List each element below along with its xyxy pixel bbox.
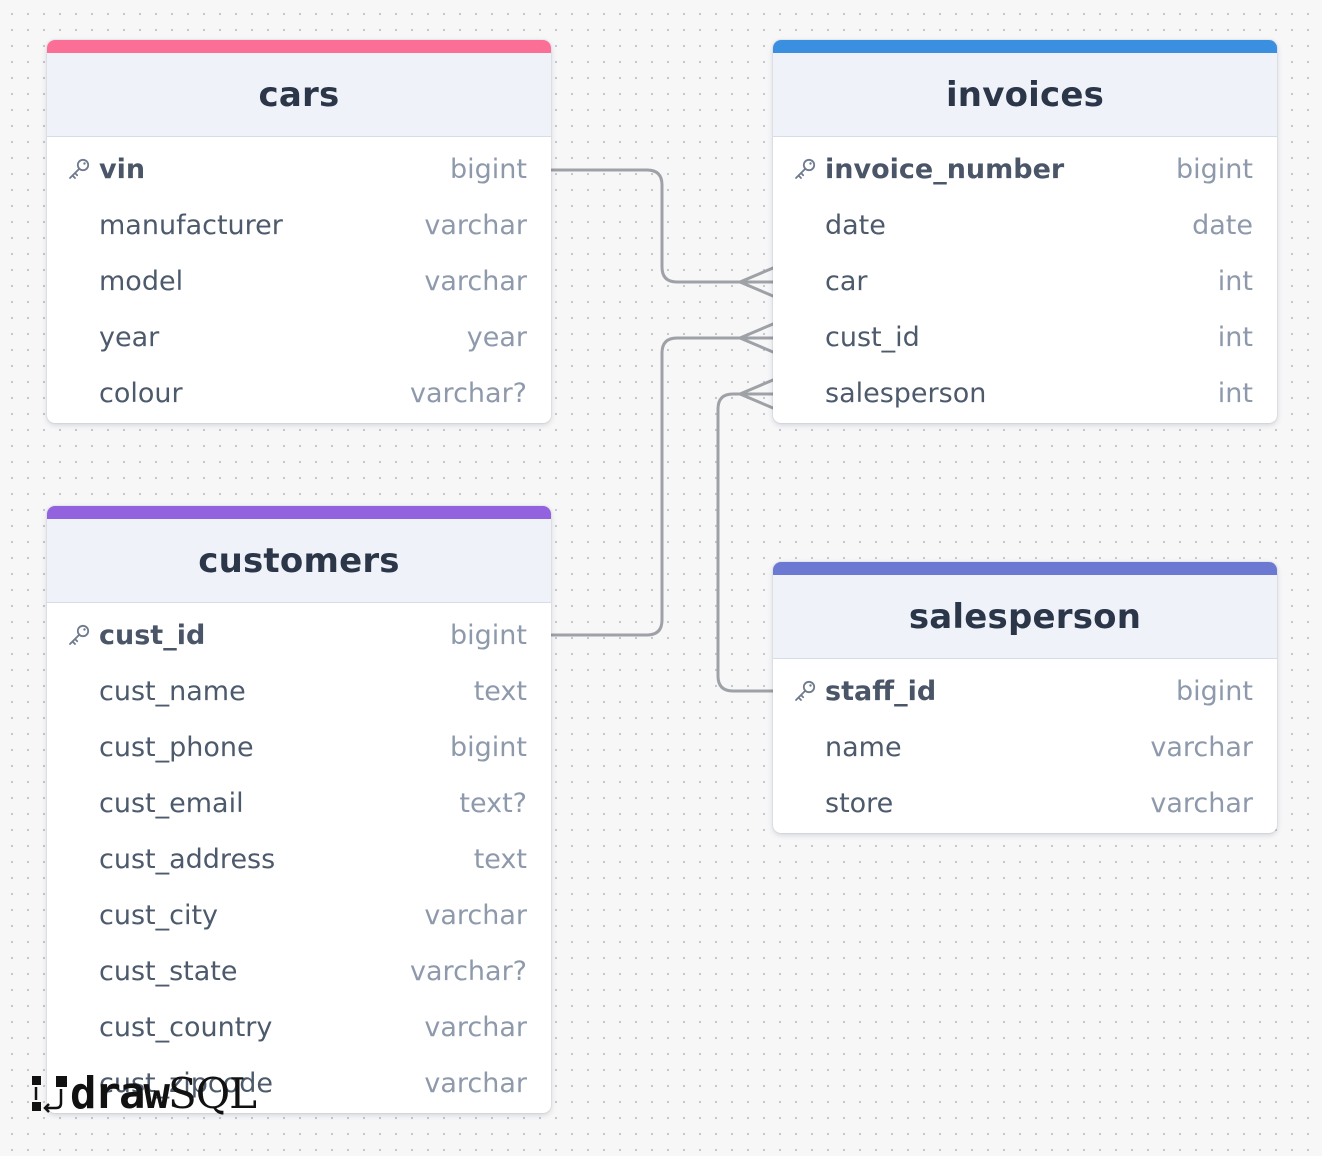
field-row-cust-name[interactable]: cust_name text — [47, 663, 551, 719]
field-row-year[interactable]: year year — [47, 309, 551, 365]
field-name: cust_zipcode — [99, 1067, 274, 1099]
table-invoices[interactable]: invoices invoice_number bigint date date car… — [773, 40, 1277, 423]
crowfoot-invoices-cust-id — [738, 322, 775, 354]
field-type: varchar? — [410, 377, 527, 409]
field-name: salesperson — [825, 377, 987, 409]
field-name: cust_email — [99, 787, 244, 819]
logo-text-draw: draw — [70, 1067, 170, 1119]
field-type: varchar — [1150, 731, 1253, 763]
logo-text-sql: SQL — [167, 1068, 257, 1118]
field-name: store — [825, 787, 894, 819]
field-row-colour[interactable]: colour varchar? — [47, 365, 551, 421]
field-row-cust-country[interactable]: cust_country varchar — [47, 999, 551, 1055]
field-type: bigint — [1176, 675, 1253, 707]
field-type: year — [466, 321, 527, 353]
field-row-model[interactable]: model varchar — [47, 253, 551, 309]
table-color-bar — [47, 506, 551, 519]
field-type: varchar — [1150, 787, 1253, 819]
key-icon — [67, 158, 91, 180]
field-row-date[interactable]: date date — [773, 197, 1277, 253]
field-type: int — [1217, 377, 1253, 409]
field-type: text? — [459, 787, 527, 819]
field-type: varchar — [424, 209, 527, 241]
field-name: name — [825, 731, 902, 763]
field-name: cust_id — [825, 321, 920, 353]
field-row-cust-id[interactable]: cust_id bigint — [47, 607, 551, 663]
field-type: bigint — [450, 619, 527, 651]
crowfoot-invoices-salesperson — [738, 378, 775, 410]
connector-salesperson-staff-id-to-invoices-salesperson — [716, 392, 775, 693]
field-name: cust_country — [99, 1011, 273, 1043]
field-name: cust_phone — [99, 731, 254, 763]
connector-cars-vin-to-invoices-car — [550, 168, 775, 284]
drawsql-logo[interactable]: draw SQL — [30, 1067, 257, 1119]
table-color-bar — [773, 40, 1277, 53]
field-row-staff-id[interactable]: staff_id bigint — [773, 663, 1277, 719]
key-icon — [793, 158, 817, 180]
field-name: invoice_number — [825, 153, 1065, 185]
field-row-store[interactable]: store varchar — [773, 775, 1277, 831]
field-name: cust_state — [99, 955, 238, 987]
field-type: varchar — [424, 899, 527, 931]
table-title[interactable]: salesperson — [773, 575, 1277, 659]
field-name: cust_address — [99, 843, 276, 875]
table-title[interactable]: cars — [47, 53, 551, 137]
field-type: varchar? — [410, 955, 527, 987]
field-name: cust_id — [99, 619, 206, 651]
field-name: date — [825, 209, 886, 241]
field-name: cust_city — [99, 899, 219, 931]
crowfoot-invoices-car — [738, 266, 775, 298]
field-row-cust-state[interactable]: cust_state varchar? — [47, 943, 551, 999]
field-name: vin — [99, 153, 146, 185]
field-row-cust-zipcode[interactable]: cust_zipcode varchar — [47, 1055, 551, 1111]
field-type: bigint — [1176, 153, 1253, 185]
field-type: int — [1217, 321, 1253, 353]
table-color-bar — [47, 40, 551, 53]
field-row-cust-id[interactable]: cust_id int — [773, 309, 1277, 365]
field-type: date — [1192, 209, 1253, 241]
field-type: bigint — [450, 731, 527, 763]
field-name: model — [99, 265, 184, 297]
field-list: staff_id bigint name varchar store varchar — [773, 659, 1277, 833]
drawsql-logo-icon — [32, 1076, 67, 1113]
field-name: car — [825, 265, 868, 297]
field-type: int — [1217, 265, 1253, 297]
field-type: varchar — [424, 265, 527, 297]
field-row-cust-email[interactable]: cust_email text? — [47, 775, 551, 831]
field-type: varchar — [424, 1067, 527, 1099]
table-title[interactable]: invoices — [773, 53, 1277, 137]
connector-customers-cust-id-to-invoices-cust-id — [550, 336, 775, 637]
field-name: staff_id — [825, 675, 937, 707]
field-type: bigint — [450, 153, 527, 185]
table-cars[interactable]: cars vin bigint manufacturer varchar model va… — [47, 40, 551, 423]
key-icon — [67, 624, 91, 646]
table-color-bar — [773, 562, 1277, 575]
field-list: vin bigint manufacturer varchar model varchar… — [47, 137, 551, 423]
field-row-cust-phone[interactable]: cust_phone bigint — [47, 719, 551, 775]
field-row-car[interactable]: car int — [773, 253, 1277, 309]
field-row-manufacturer[interactable]: manufacturer varchar — [47, 197, 551, 253]
key-icon — [793, 680, 817, 702]
table-title[interactable]: customers — [47, 519, 551, 603]
field-type: text — [473, 675, 527, 707]
field-name: manufacturer — [99, 209, 283, 241]
field-row-vin[interactable]: vin bigint — [47, 141, 551, 197]
field-type: varchar — [424, 1011, 527, 1043]
field-row-name[interactable]: name varchar — [773, 719, 1277, 775]
field-row-invoice-number[interactable]: invoice_number bigint — [773, 141, 1277, 197]
field-type: text — [473, 843, 527, 875]
field-row-salesperson[interactable]: salesperson int — [773, 365, 1277, 421]
field-name: year — [99, 321, 160, 353]
field-row-cust-address[interactable]: cust_address text — [47, 831, 551, 887]
field-row-cust-city[interactable]: cust_city varchar — [47, 887, 551, 943]
field-name: cust_name — [99, 675, 246, 707]
field-name: colour — [99, 377, 183, 409]
